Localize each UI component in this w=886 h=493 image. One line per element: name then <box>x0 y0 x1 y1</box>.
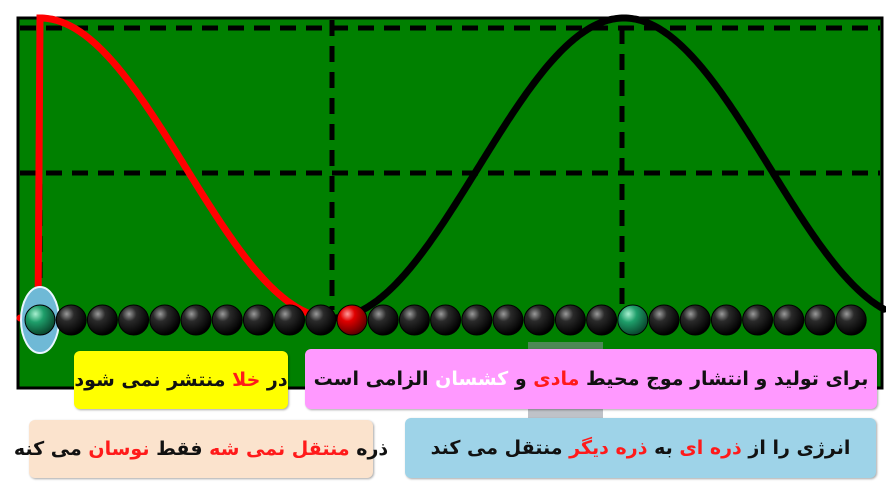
particle-black <box>743 305 773 335</box>
particle-black <box>805 305 835 335</box>
particle-black <box>555 305 585 335</box>
particle-black <box>87 305 117 335</box>
energy-note-box: انرژی را از ذره ای به ذره دیگر منتقل می … <box>405 418 876 478</box>
energy-highlight-1: ذره ای <box>679 437 741 459</box>
medium-highlight-2: کشسان <box>435 368 508 390</box>
particle-black <box>524 305 554 335</box>
particle-note-text: ذره منتقل نمی شه فقط نوسان می کنه <box>14 438 388 460</box>
particle-black <box>275 305 305 335</box>
particle-red <box>337 305 367 335</box>
particle-black <box>493 305 523 335</box>
particle-black <box>774 305 804 335</box>
particle-black <box>243 305 273 335</box>
energy-highlight-2: ذره دیگر <box>569 437 647 459</box>
medium-highlight-1: مادی <box>533 368 579 390</box>
particle-black <box>680 305 710 335</box>
vacuum-highlight: خلا <box>232 369 260 391</box>
particle-black <box>150 305 180 335</box>
medium-note-text: برای تولید و انتشار موج محیط مادی و کشسا… <box>314 368 869 390</box>
energy-note-text: انرژی را از ذره ای به ذره دیگر منتقل می … <box>431 437 851 459</box>
particle-highlight-2: نوسان <box>88 438 149 460</box>
particle-black <box>649 305 679 335</box>
particle-black <box>711 305 741 335</box>
vacuum-note-box: در خلا منتشر نمی شود <box>74 351 288 409</box>
particle-black <box>368 305 398 335</box>
particle-black <box>587 305 617 335</box>
particle-black <box>306 305 336 335</box>
particle-green <box>25 305 55 335</box>
particle-black <box>836 305 866 335</box>
particle-black <box>399 305 429 335</box>
particle-black <box>431 305 461 335</box>
particle-black <box>181 305 211 335</box>
particle-black <box>56 305 86 335</box>
vacuum-note-text: در خلا منتشر نمی شود <box>74 369 287 391</box>
particle-black <box>119 305 149 335</box>
particle-black <box>212 305 242 335</box>
particle-green <box>618 305 648 335</box>
particle-note-box: ذره منتقل نمی شه فقط نوسان می کنه <box>29 420 373 478</box>
medium-note-box: برای تولید و انتشار موج محیط مادی و کشسا… <box>305 349 877 409</box>
particle-black <box>462 305 492 335</box>
particle-highlight-1: منتقل نمی شه <box>209 438 349 460</box>
